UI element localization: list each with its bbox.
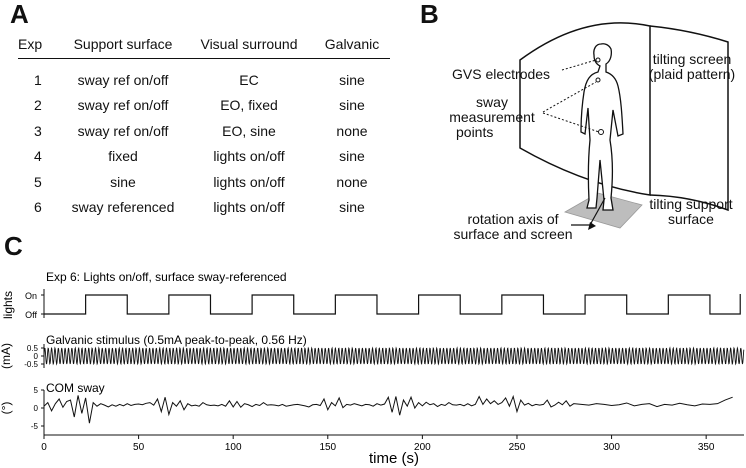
- label-tilting-support: tilting support surface: [636, 197, 746, 227]
- x-tick-label: 150: [319, 442, 336, 453]
- table-cell-exp: 6: [34, 199, 42, 216]
- galvanic-trace: [43, 346, 745, 366]
- table-cell-galvanic: sine: [339, 148, 365, 165]
- table-cell-exp: 3: [34, 122, 42, 139]
- label-rotation-axis: rotation axis of surface and screen: [446, 212, 580, 242]
- table-header: Exp Support surface Visual surround Galv…: [18, 36, 390, 59]
- table-cell-exp: 5: [34, 173, 42, 190]
- label-tilting-support-line2: surface: [668, 211, 714, 227]
- table-cell-galvanic: sine: [339, 97, 365, 114]
- table-cell-support-surface: sway ref on/off: [77, 122, 169, 139]
- panel-a-label: A: [10, 0, 29, 29]
- table-header-galvanic: Galvanic: [314, 36, 390, 59]
- table-cell-visual-surround: lights on/off: [213, 199, 285, 216]
- x-tick-label: 100: [225, 442, 242, 453]
- galvanic-ytick-label: 0: [34, 352, 39, 361]
- table-row: 1 sway ref on/off EC sine: [18, 59, 390, 93]
- table-cell-support-surface: sway referenced: [71, 199, 175, 216]
- table-header-visual-surround: Visual surround: [184, 36, 314, 59]
- sway-ylabel: (°): [0, 402, 13, 415]
- x-tick-label: 350: [698, 442, 715, 453]
- galvanic-ytick-label: 0.5: [27, 344, 39, 353]
- table-cell-visual-surround: EO, fixed: [220, 97, 278, 114]
- lights-ylabel: lights: [1, 291, 15, 319]
- table-row: 5 sine lights on/off none: [18, 169, 390, 195]
- table-row: 6 sway referenced lights on/off sine: [18, 195, 390, 221]
- apparatus-diagram: [519, 22, 729, 230]
- table-row: 2 sway ref on/off EO, fixed sine: [18, 93, 390, 119]
- time-series-chart: Exp 6: Lights on/off, surface sway-refer…: [0, 270, 745, 467]
- rotation-axis-arrowhead: [588, 222, 596, 230]
- tilting-screen-right-curve: [649, 25, 729, 212]
- table-row: 4 fixed lights on/off sine: [18, 144, 390, 170]
- x-tick-label: 200: [414, 442, 431, 453]
- table-cell-exp: 1: [34, 71, 42, 88]
- sway-ytick-label: 5: [34, 386, 39, 395]
- table-cell-exp: 4: [34, 148, 42, 165]
- label-rotation-axis-line1: rotation axis of: [467, 211, 559, 227]
- panel-c-label: C: [4, 231, 23, 261]
- rotation-axis-line: [589, 197, 606, 226]
- table-cell-support-surface: sway ref on/off: [77, 71, 169, 88]
- lights-trace-title: Exp 6: Lights on/off, surface sway-refer…: [46, 270, 287, 284]
- table-header-exp: Exp: [18, 36, 62, 59]
- label-sway-points-line3: points: [456, 124, 494, 140]
- label-tilting-screen: tilting screen (plaid pattern): [640, 52, 744, 82]
- table-header-support-surface: Support surface: [62, 36, 184, 59]
- table-cell-support-surface: sway ref on/off: [77, 97, 169, 114]
- label-sway-points: sway measurement points: [436, 95, 548, 140]
- label-gvs-electrodes: GVS electrodes: [452, 66, 551, 82]
- sway-marker-head: [595, 77, 601, 83]
- table-cell-visual-surround: lights on/off: [213, 173, 285, 190]
- galvanic-ylabel: (mA): [0, 343, 13, 369]
- sway-ytick-label: 0: [34, 404, 39, 413]
- lights-trace: [44, 294, 741, 315]
- label-tilting-support-line1: tilting support: [649, 196, 733, 212]
- x-axis-label: time (s): [369, 450, 419, 467]
- label-tilting-screen-line2: (plaid pattern): [648, 66, 736, 82]
- galvanic-ytick-label: -0.5: [24, 360, 38, 369]
- panel-b-label: B: [420, 0, 439, 29]
- table-cell-support-surface: fixed: [108, 148, 138, 165]
- sway-leader-hip: [542, 112, 600, 133]
- table-cell-exp: 2: [34, 97, 42, 114]
- gvs-leader: [561, 59, 597, 71]
- label-sway-points-line2: measurement: [449, 109, 535, 125]
- table-cell-galvanic: sine: [339, 71, 365, 88]
- galvanic-trace-title: Galvanic stimulus (0.5mA peak-to-peak, 0…: [46, 333, 307, 347]
- experiment-table: Exp Support surface Visual surround Galv…: [18, 36, 390, 220]
- lights-ytick-off: Off: [25, 310, 37, 320]
- table-row: 3 sway ref on/off EO, sine none: [18, 118, 390, 144]
- table-cell-visual-surround: EC: [239, 71, 259, 88]
- sway-trace-title: COM sway: [46, 381, 105, 395]
- table-cell-support-surface: sine: [110, 173, 136, 190]
- sway-marker-hip: [598, 129, 604, 135]
- table-cell-visual-surround: EO, sine: [222, 122, 276, 139]
- x-tick-label: 50: [133, 442, 145, 453]
- gvs-electrode-marker: [595, 57, 601, 63]
- x-tick-label: 300: [603, 442, 620, 453]
- table-cell-galvanic: sine: [339, 199, 365, 216]
- sway-trace: [43, 394, 733, 424]
- subject-figure: [580, 43, 624, 211]
- label-tilting-screen-line1: tilting screen: [652, 51, 732, 67]
- table-cell-galvanic: none: [336, 122, 368, 139]
- lights-ytick-on: On: [25, 291, 37, 301]
- label-rotation-axis-line2: surface and screen: [453, 226, 573, 242]
- sway-ytick-label: -5: [31, 422, 39, 431]
- table-cell-galvanic: none: [336, 173, 368, 190]
- x-tick-label: 250: [509, 442, 526, 453]
- table-cell-visual-surround: lights on/off: [213, 148, 285, 165]
- label-sway-points-line1: sway: [476, 94, 508, 110]
- x-tick-label: 0: [41, 442, 47, 453]
